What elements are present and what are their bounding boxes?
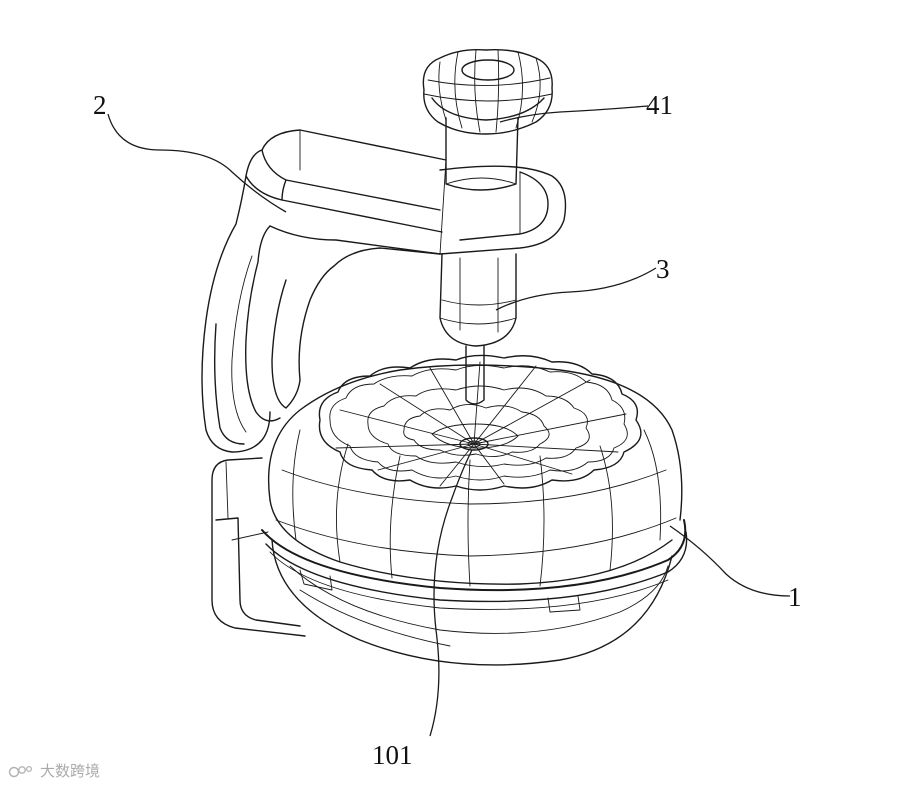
watermark-text: 大数跨境 xyxy=(40,762,101,780)
reference-labels: 2 41 3 1 101 xyxy=(93,90,802,770)
spindle xyxy=(439,253,517,405)
logo-icon xyxy=(8,765,33,777)
ref-label-3: 3 xyxy=(656,254,670,284)
leader-41 xyxy=(499,105,649,123)
ref-label-1: 1 xyxy=(788,582,802,612)
leader-1 xyxy=(669,525,791,597)
leader-3 xyxy=(495,267,657,311)
base-housing xyxy=(211,364,688,666)
handle-arm xyxy=(201,129,567,453)
watermark: 大数跨境 xyxy=(8,760,100,781)
ref-label-41: 41 xyxy=(646,90,673,120)
knob xyxy=(422,48,553,191)
ref-label-101: 101 xyxy=(372,740,413,770)
ref-label-2: 2 xyxy=(93,90,107,120)
leader-2 xyxy=(107,113,287,213)
leader-101 xyxy=(429,449,473,737)
flower-plate xyxy=(318,354,642,491)
leader-lines xyxy=(107,105,791,737)
